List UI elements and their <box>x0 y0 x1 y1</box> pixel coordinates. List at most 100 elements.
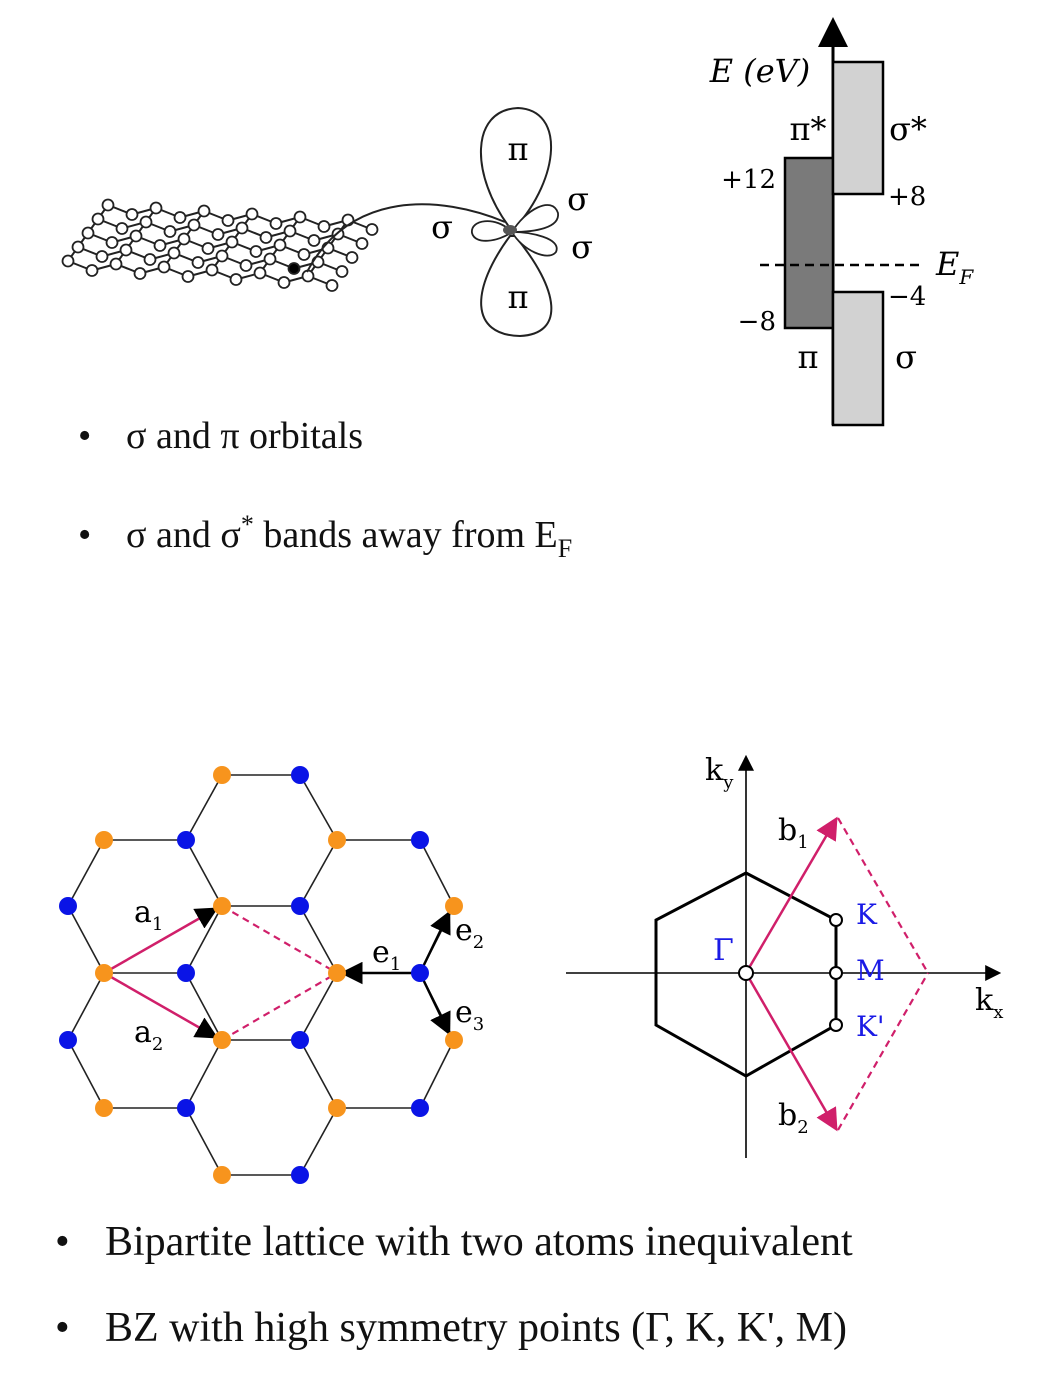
sheet-atom <box>197 204 211 218</box>
lattice-bond <box>67 1039 105 1109</box>
lattice-bond <box>185 839 223 907</box>
pi-star-label: π* <box>789 110 826 148</box>
lattice-bond <box>299 905 338 974</box>
label-e3: e3 <box>455 995 484 1035</box>
sheet-atom <box>249 245 263 258</box>
pi-band-label: π <box>797 338 818 376</box>
level-plus12: +12 <box>721 165 776 195</box>
sheet-atom <box>191 256 205 269</box>
lattice-bond <box>299 839 338 907</box>
vector-b1 <box>744 816 838 974</box>
level-minus8: −8 <box>738 307 776 337</box>
sheet-atom <box>139 215 153 229</box>
atom-sublattice-A <box>328 831 346 849</box>
lattice-bond <box>299 1039 338 1109</box>
atom-sublattice-A <box>95 1099 113 1117</box>
label-b2: b2 <box>778 1098 809 1138</box>
lattice-bond <box>299 774 338 841</box>
sheet-atom <box>239 259 253 272</box>
label-e2: e2 <box>455 913 484 953</box>
atom-sublattice-B <box>291 766 309 784</box>
label-a1: a1 <box>134 895 163 935</box>
sheet-atom <box>173 211 187 224</box>
sheet-atom <box>215 249 229 263</box>
sheet-atom <box>95 250 109 263</box>
vector-e2 <box>418 910 451 974</box>
atom-sublattice-B <box>411 1099 429 1117</box>
sheet-atom <box>71 240 85 254</box>
sigma-label-lower: σ <box>571 228 593 266</box>
atom-sublattice-A <box>95 831 113 849</box>
atom-sublattice-A <box>213 897 231 915</box>
lattice-bond <box>299 972 338 1041</box>
vector-e3 <box>418 972 451 1036</box>
sigma-band-label: σ <box>895 338 917 376</box>
atom-sublattice-B <box>291 1031 309 1049</box>
label-e1: e1 <box>372 935 401 975</box>
sigma-band <box>831 290 885 427</box>
atom-sublattice-A <box>328 964 346 982</box>
sheet-atom <box>91 212 105 226</box>
sigma-star-band <box>831 60 885 196</box>
sigma-lobe-left <box>471 220 514 242</box>
bullet-bz-points: •BZ with high symmetry points (Γ, K, K',… <box>55 1305 847 1351</box>
sheet-atom <box>297 248 311 261</box>
sheet-atom <box>253 266 267 280</box>
bullet-sigma-bands: •σ and σ* bands away from EF <box>78 510 573 563</box>
sheet-atom <box>81 226 95 240</box>
atom-sublattice-A <box>213 1031 231 1049</box>
atom-sublattice-B <box>177 964 195 982</box>
lattice-bond <box>185 1107 223 1176</box>
sheet-atom <box>101 198 115 212</box>
sheet-atom <box>325 279 339 292</box>
sheet-atom <box>205 263 219 277</box>
level-minus4: −4 <box>888 282 926 312</box>
sheet-atom <box>143 253 157 266</box>
sheet-atom <box>177 232 191 246</box>
atom-sublattice-B <box>177 1099 195 1117</box>
sheet-atom <box>119 243 133 257</box>
sheet-atom <box>85 264 99 277</box>
atom-sublattice-B <box>411 831 429 849</box>
sheet-atom <box>61 254 75 268</box>
vector-a1 <box>103 907 219 975</box>
pi-lobe-top <box>480 106 552 229</box>
sheet-atom <box>221 214 235 227</box>
sheet-atom <box>307 234 321 247</box>
pi-label-bottom: π <box>507 278 528 316</box>
sheet-atom <box>235 221 249 235</box>
sheet-atom <box>269 217 283 230</box>
sheet-atom <box>335 265 349 278</box>
label-K: K <box>856 898 878 931</box>
sheet-atom <box>115 222 129 235</box>
atom-sublattice-B <box>177 831 195 849</box>
atom-sublattice-B <box>59 1031 77 1049</box>
lattice-atoms <box>59 766 463 1184</box>
sheet-atom <box>273 238 287 252</box>
label-kx: kx <box>975 983 1003 1023</box>
sheet-atom <box>317 220 331 233</box>
sigma-star-label: σ* <box>889 110 927 148</box>
sheet-atom <box>109 257 123 271</box>
pi-lobe-bottom <box>480 235 553 338</box>
label-Kprime: K' <box>856 1010 885 1043</box>
lattice-bond <box>185 774 223 841</box>
energy-axis-label: E (eV) <box>709 52 811 90</box>
sheet-atom <box>365 223 379 236</box>
point-K <box>829 913 843 927</box>
lattice-bond <box>299 1107 338 1176</box>
label-b1: b1 <box>778 813 809 853</box>
graphene-sheet <box>61 198 379 292</box>
cell-edge-lower <box>221 972 338 1041</box>
sheet-atom <box>211 228 225 241</box>
pi-label-top: π <box>507 130 528 168</box>
sheet-atom <box>225 235 239 249</box>
level-plus8: +8 <box>888 182 926 212</box>
sheet-atom <box>229 273 243 286</box>
bullet-orbitals: •σ and π orbitals <box>78 415 364 457</box>
atom-sublattice-A <box>213 766 231 784</box>
atom-sublattice-A <box>445 897 463 915</box>
lattice-bond <box>67 905 105 974</box>
bullet-bipartite: •Bipartite lattice with two atoms inequi… <box>55 1219 853 1265</box>
